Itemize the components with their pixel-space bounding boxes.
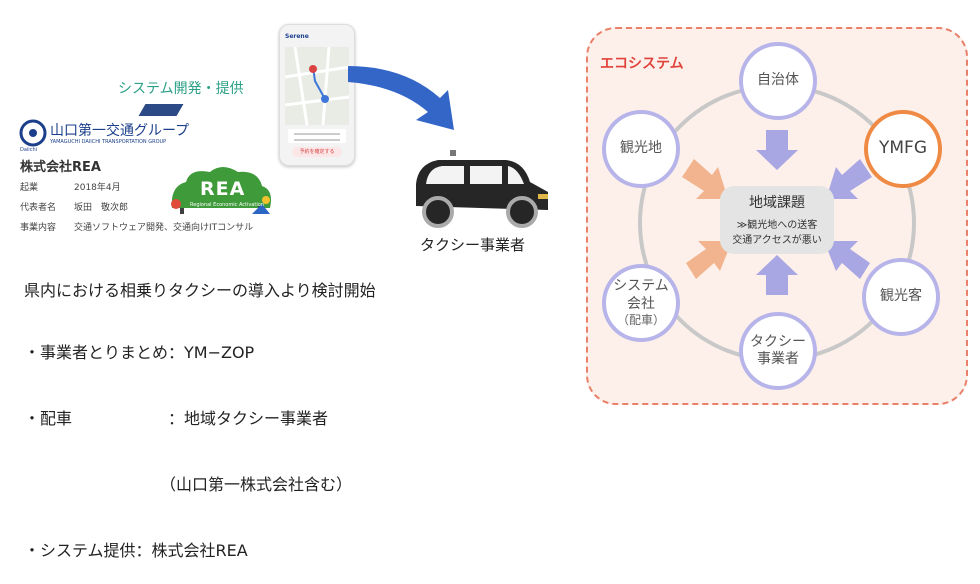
company-row-label: 代表者名 [20, 203, 57, 213]
company-rows: 起業 2018年4月 代表者名 坂田 敬次郎 事業内容 交通ソフトウェア開発、交… [20, 180, 253, 240]
company-row-value: 交通ソフトウェア開発、交通向けITコンサル [74, 223, 254, 233]
node-ymfg: YMFG [864, 110, 942, 188]
ecosystem-title: エコシステム [600, 56, 684, 72]
node-label: 自治体 [757, 72, 799, 89]
node-label: 観光客 [880, 288, 922, 305]
rea-logo: REA Regional Economic Activation [166, 164, 278, 218]
group-logo-mark: Daiichi [20, 147, 37, 153]
description-item: ・システム提供：株式会社REA [24, 541, 248, 560]
phone-confirm-button[interactable]: 予約を確定する [292, 147, 342, 157]
company-row: 代表者名 坂田 敬次郎 [20, 200, 253, 220]
group-logo-text: 山口第一交通グループ [50, 123, 190, 139]
rea-logo-sub: Regional Economic Activation [190, 202, 264, 208]
company-row: 事業内容 交通ソフトウェア開発、交通向けITコンサル [20, 220, 253, 240]
phone-header: Serene [285, 33, 349, 43]
arrow-from-lower-left [686, 241, 732, 279]
arrow-from-upper-right [826, 159, 872, 199]
taxi-icon [416, 150, 548, 228]
node-label: 観光地 [620, 140, 662, 157]
node-local-government: 自治体 [739, 42, 817, 120]
description-heading: 県内における相乗りタクシーの導入より検討開始 [24, 281, 376, 300]
company-row-value: 2018年4月 [74, 183, 121, 193]
phone-brand: Serene [285, 33, 309, 40]
company-row-label: 起業 [20, 183, 39, 193]
center-issue-box: 地域課題 ≫観光地への送客 交通アクセスが悪い [720, 186, 834, 254]
company-row: 起業 2018年4月 [20, 180, 253, 200]
rea-logo-text: REA [200, 178, 246, 200]
arrow-from-top [756, 130, 798, 170]
group-logo-sub: YAMAGUCHI DAIICHI TRANSPORTATION GROUP [50, 139, 167, 145]
dev-arrow-stub [138, 104, 184, 116]
company-row-value: 坂田 敬次郎 [74, 203, 129, 213]
system-dev-label: システム開発・提供 [118, 81, 244, 97]
phone-map [284, 46, 350, 126]
group-logo: 山口第一交通グループ YAMAGUCHI DAIICHI TRANSPORTAT… [18, 118, 190, 153]
description-item: ・配車 ：地域タクシー事業者 [24, 409, 329, 428]
description-item: ・事業者とりまとめ：YM−ZOP [24, 343, 255, 362]
node-taxi-operator: タクシー 事業者 [739, 312, 817, 390]
center-issue-title: 地域課題 [749, 195, 805, 211]
center-issue-sub1: ≫観光地への送客 [736, 220, 818, 231]
description-list: ・事業者とりまとめ：YM−ZOP ・配車 ：地域タクシー事業者 （山口第一株式会… [24, 298, 352, 584]
taxi-label: タクシー事業者 [420, 236, 526, 254]
node-label: システム [613, 278, 669, 294]
arrow-from-upper-left [682, 159, 728, 199]
company-row-label: 事業内容 [20, 223, 57, 233]
rea-logo-graphic [171, 167, 271, 214]
node-label: 会社 [627, 295, 655, 312]
node-label: （配車） [616, 313, 665, 327]
node-label: YMFG [878, 138, 927, 159]
blue-arrow [348, 66, 454, 130]
description-item: （山口第一株式会社含む） [24, 475, 353, 494]
group-logo-icon [19, 119, 47, 147]
center-issue-sub2: 交通アクセスが悪い [732, 235, 822, 246]
phone-info [288, 129, 346, 143]
node-tourist-spot: 観光地 [602, 110, 680, 188]
arrow-from-bottom [756, 255, 798, 295]
node-label: 事業者 [757, 351, 799, 367]
node-system-company: システム 会社 （配車） [602, 264, 680, 342]
company-name: 株式会社REA [20, 160, 101, 175]
node-label: タクシー [750, 333, 806, 350]
arrow-from-lower-right [824, 241, 870, 279]
phone-mockup: Serene 予約を確定する [279, 24, 355, 166]
node-tourist: 観光客 [862, 258, 940, 336]
